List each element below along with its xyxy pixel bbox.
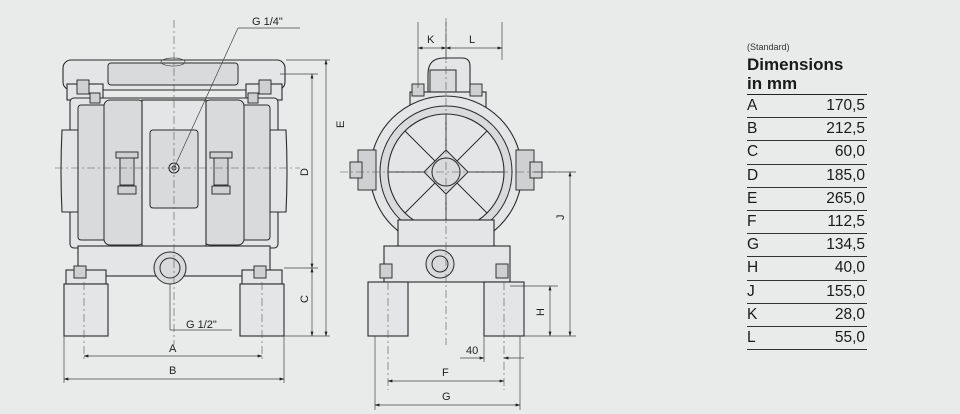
row-value: 112,5	[774, 210, 867, 235]
dim-label-l: L	[469, 34, 475, 46]
side-left-foot	[63, 283, 109, 337]
label-g-quarter: G 1/4"	[252, 16, 283, 28]
row-key: K	[747, 303, 775, 327]
row-value: 134,5	[774, 233, 867, 258]
row-key: A	[747, 95, 775, 119]
table-heading-line2: in mm	[747, 74, 798, 93]
dim-label-40: 40	[466, 345, 478, 357]
dim-label-k: K	[427, 34, 435, 46]
row-key: L	[747, 326, 775, 351]
row-key: H	[747, 256, 775, 281]
dim-label-e: E	[335, 121, 347, 128]
dim-label-f: F	[442, 367, 449, 379]
row-value: 170,5	[774, 95, 867, 119]
dim-label-c: C	[299, 295, 311, 303]
dim-label-d: D	[299, 168, 311, 176]
row-key: G	[747, 233, 775, 258]
dim-label-j: J	[555, 215, 567, 221]
row-key: C	[747, 140, 775, 165]
dim-label-a: A	[169, 343, 177, 355]
row-key: J	[747, 280, 775, 304]
row-value: 40,0	[774, 256, 867, 281]
row-value: 28,0	[774, 303, 867, 327]
row-key: D	[747, 164, 775, 188]
row-value: 60,0	[774, 140, 867, 165]
row-value: 155,0	[774, 280, 867, 304]
row-value: 265,0	[774, 187, 867, 211]
front-view-dimensions: K L J H 40 F G	[374, 22, 576, 410]
row-value: 55,0	[774, 326, 867, 351]
row-key: E	[747, 187, 775, 211]
row-value: 185,0	[774, 164, 867, 188]
dim-label-h: H	[535, 308, 547, 316]
table-heading-rule	[747, 94, 867, 95]
table-heading-line1: Dimensions	[747, 55, 844, 74]
front-view-pump	[340, 18, 560, 390]
dim-label-b: B	[169, 365, 176, 377]
side-view-pump	[55, 20, 300, 360]
dim-label-g: G	[442, 391, 451, 403]
row-key: F	[747, 210, 775, 235]
label-g-half: G 1/2"	[186, 319, 217, 331]
row-value: 212,5	[774, 117, 867, 142]
side-view-dimensions: G 1/4" G 1/2" A B D C E	[63, 16, 347, 383]
table-note: (Standard)	[747, 42, 790, 52]
side-outlet-port	[153, 251, 187, 285]
row-key: B	[747, 117, 775, 142]
